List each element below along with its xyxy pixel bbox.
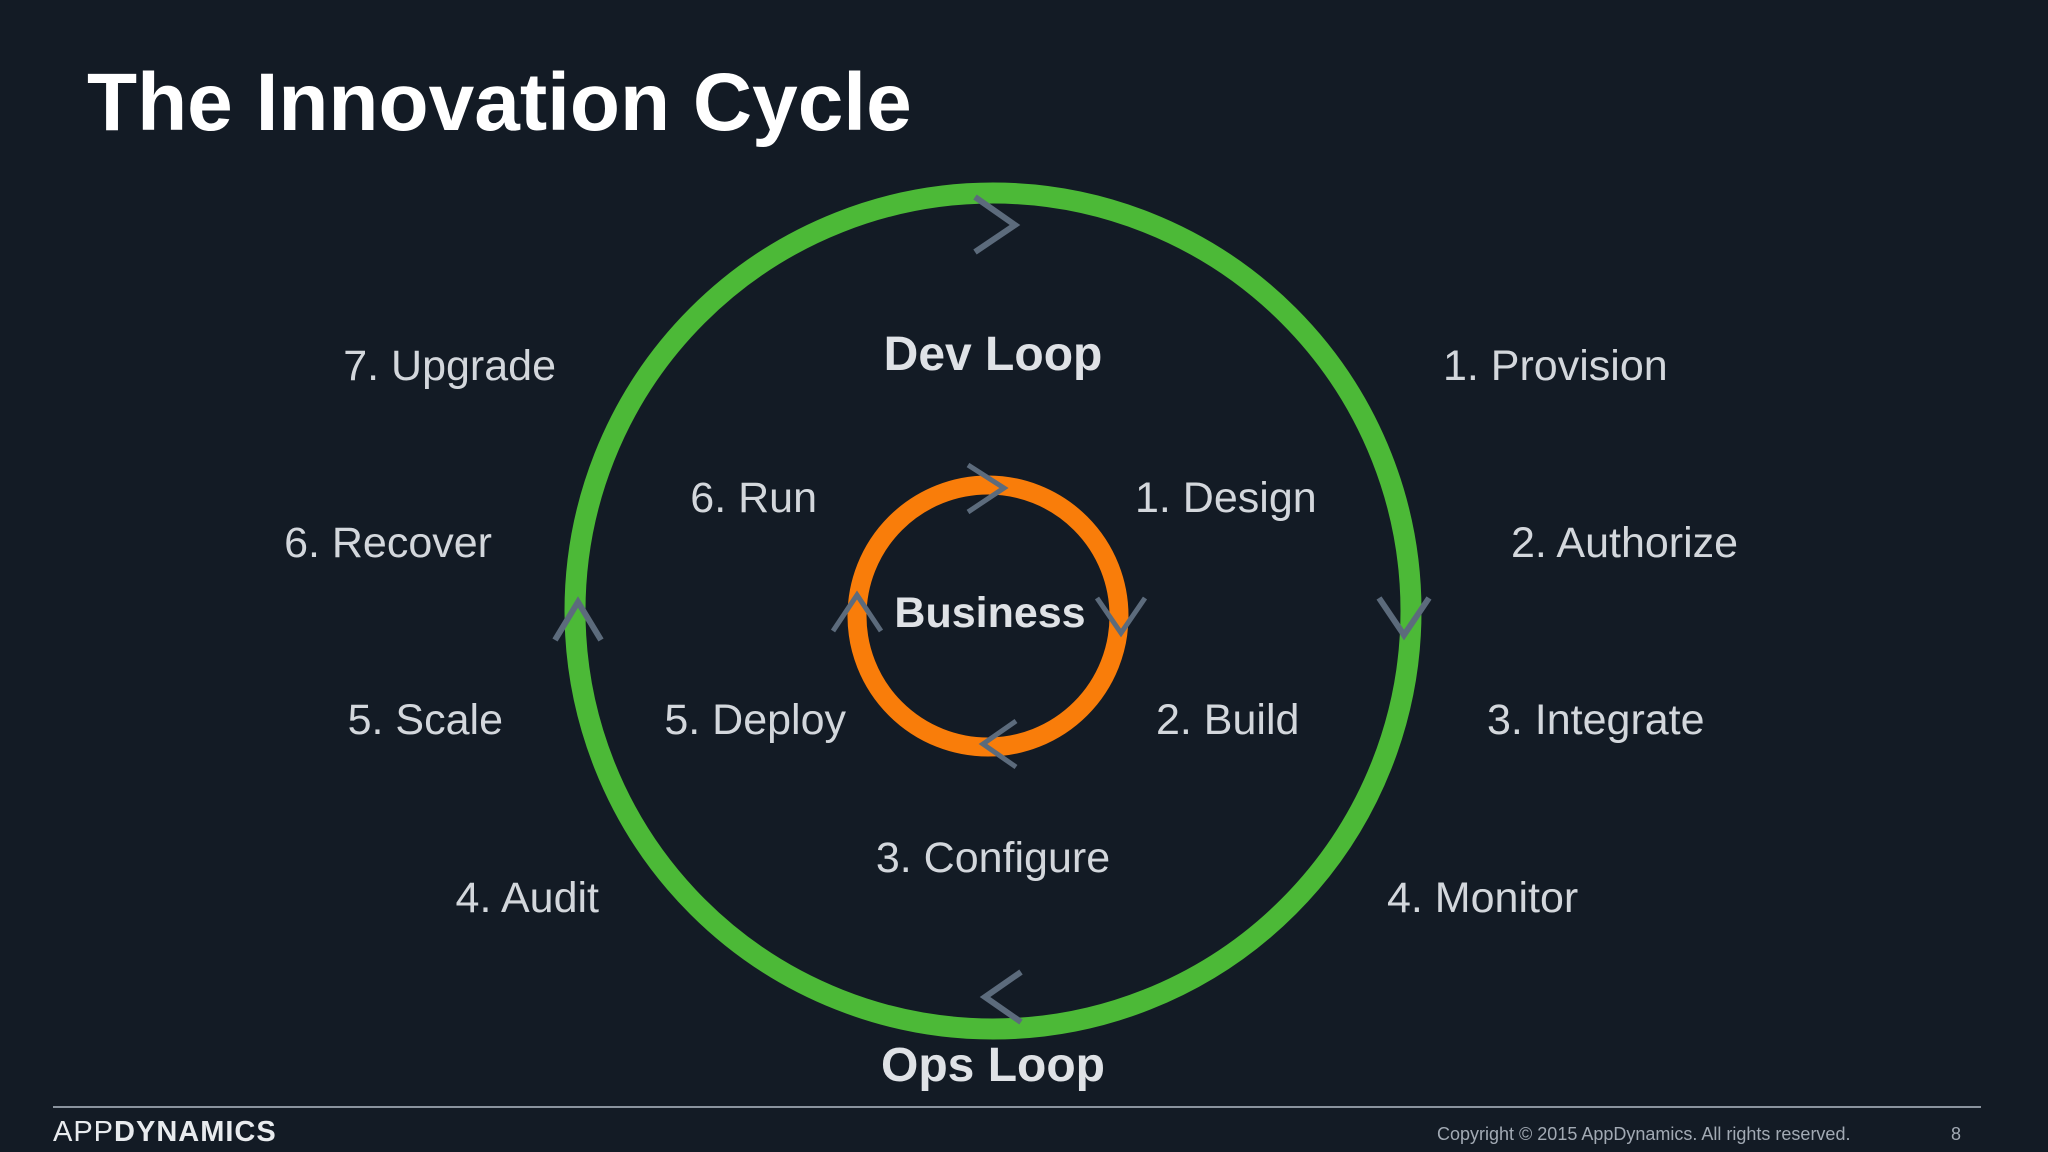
copyright-notice: Copyright © 2015 AppDynamics. All rights…	[1437, 1124, 1851, 1144]
outer-step-authorize: 2. Authorize	[1511, 519, 1738, 567]
outer-step-audit: 4. Audit	[456, 874, 599, 922]
inner-arrow-top-icon	[966, 462, 1009, 515]
ops-loop-label: Ops Loop	[881, 1039, 1105, 1092]
inner-step-build: 2. Build	[1156, 696, 1299, 744]
inner-step-deploy: 5. Deploy	[664, 696, 846, 744]
logo-main: DYNAMICS	[114, 1116, 277, 1148]
footer-divider	[53, 1106, 1981, 1108]
outer-step-scale: 5. Scale	[348, 696, 503, 744]
business-label: Business	[894, 589, 1085, 637]
appdynamics-logo: APPDYNAMICS	[53, 1116, 277, 1149]
inner-step-configure: 3. Configure	[876, 834, 1110, 882]
outer-step-integrate: 3. Integrate	[1487, 696, 1705, 744]
inner-arrow-left-icon	[830, 590, 884, 633]
slide-title: The Innovation Cycle	[87, 57, 912, 148]
inner-arrow-bottom-icon	[978, 718, 1018, 770]
logo-prefix: APP	[53, 1116, 115, 1148]
page-number: 8	[1951, 1124, 1962, 1144]
outer-arrow-left-icon	[552, 596, 604, 642]
outer-arrow-top-icon	[973, 194, 1021, 255]
inner-step-design: 1. Design	[1135, 474, 1317, 522]
outer-arrow-right-icon	[1376, 596, 1432, 641]
outer-step-recover: 6. Recover	[284, 519, 492, 567]
outer-step-provision: 1. Provision	[1443, 342, 1668, 390]
outer-arrow-bottom-icon	[979, 969, 1023, 1025]
inner-step-run: 6. Run	[690, 474, 817, 522]
inner-arrow-right-icon	[1094, 596, 1148, 638]
outer-step-monitor: 4. Monitor	[1387, 874, 1578, 922]
dev-loop-label: Dev Loop	[884, 328, 1103, 381]
outer-step-upgrade: 7. Upgrade	[343, 342, 556, 390]
